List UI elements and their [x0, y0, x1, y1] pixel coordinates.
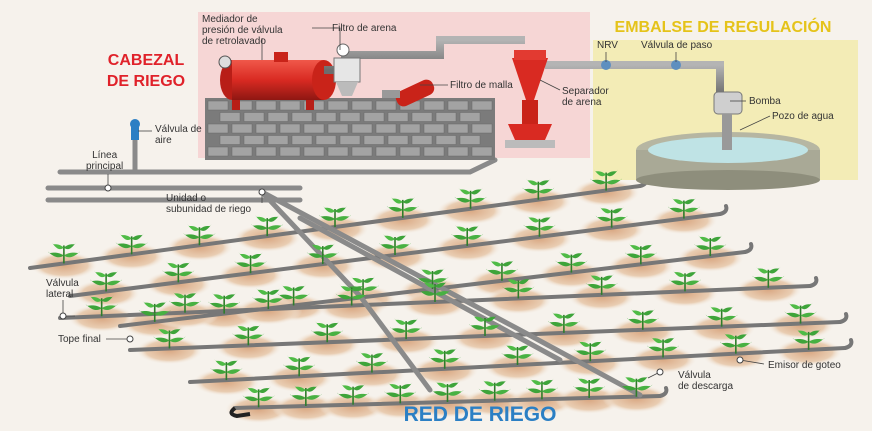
sand-separator-label: Separador de arena: [562, 86, 609, 108]
sand-separator-icon: [505, 50, 555, 148]
gate-valve-label: Válvula de paso: [641, 40, 713, 51]
main-line-label: Línea principal: [86, 150, 124, 172]
drip-emitter-label: Emisor de goteo: [768, 360, 841, 371]
air-valve-icon: [130, 119, 140, 140]
head-title: CABEZAL DE RIEGO: [106, 52, 186, 90]
sand-filter-tank-icon: [218, 52, 336, 110]
unit-label: Unidad o subunidad de riego: [166, 193, 252, 215]
mesh-filter-label: Filtro de malla: [450, 80, 513, 91]
drain-valve-label: Válvula de descarga: [678, 370, 734, 392]
sand-filter-label: Filtro de arena: [332, 23, 397, 34]
end-cap-label: Tope final: [58, 334, 101, 345]
pressure-mediator-label: Mediador de presión de válvula de retrol…: [202, 14, 283, 47]
lateral-valve-label: Válvula lateral: [46, 278, 79, 300]
pump-label: Bomba: [749, 96, 781, 107]
water-well-icon: [636, 132, 820, 190]
water-well-label: Pozo de agua: [772, 111, 834, 122]
reservoir-title: EMBALSE DE REGULACIÓN: [614, 19, 832, 36]
nrv-label: NRV: [597, 40, 618, 51]
main-line: [45, 137, 498, 203]
small-filter-icon: [333, 43, 361, 96]
network-title: RED DE RIEGO: [403, 403, 557, 426]
air-valve-label: Válvula de aire: [155, 124, 202, 146]
pump-icon: [713, 91, 743, 150]
mesh-filter-icon: [382, 79, 435, 107]
head-equipment: [130, 36, 820, 190]
